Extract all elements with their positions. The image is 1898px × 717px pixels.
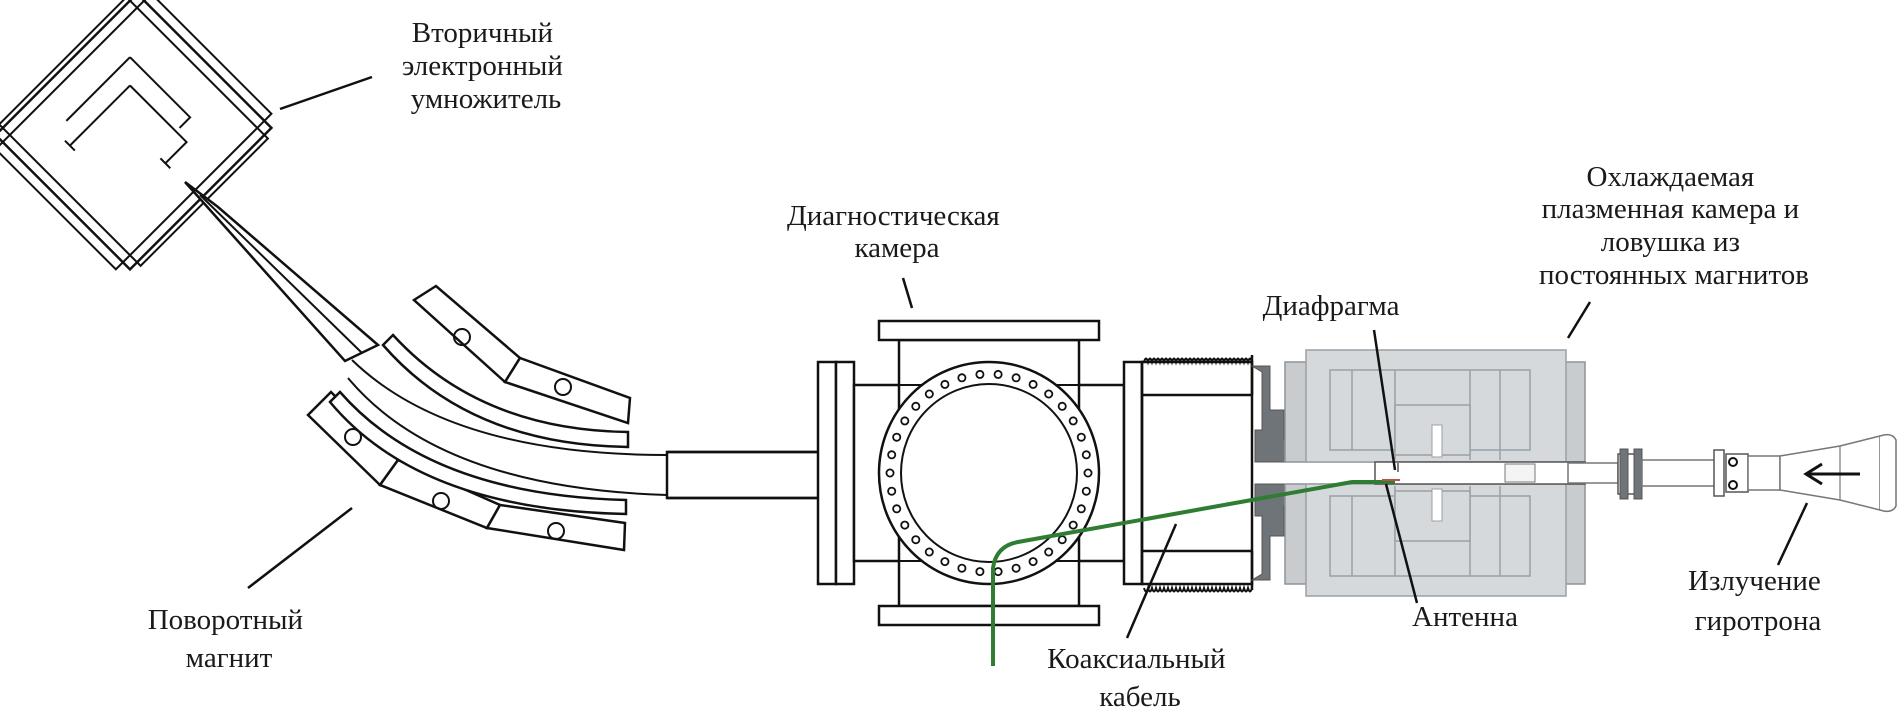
beam-pipe: [665, 450, 824, 500]
leader-plasma-chamber: [1566, 301, 1592, 339]
bolt-hole: [900, 520, 910, 530]
bolt-hole: [900, 416, 910, 426]
bolt-hole: [1057, 535, 1067, 545]
leader-gyrotron: [1776, 502, 1809, 566]
label-bending-magnet: Поворотный магнит: [148, 604, 311, 674]
bolt-hole: [1044, 547, 1054, 557]
bolt-hole: [1028, 379, 1038, 389]
bolt-hole: [885, 468, 895, 478]
leader-bending-magnet: [247, 507, 353, 589]
leader-diagnostic: [901, 277, 914, 309]
coaxial-cable: [991, 480, 1395, 666]
label-diagnostic-chamber: Диагностическая камера: [787, 200, 1007, 264]
bolt-hole: [1011, 373, 1021, 383]
bolt-hole: [924, 547, 934, 557]
bolt-hole: [887, 450, 897, 460]
bolt-hole: [892, 504, 902, 514]
bolt-hole: [1068, 520, 1078, 530]
bolt-hole: [957, 373, 967, 383]
flange-bolts: [885, 369, 1093, 577]
label-plasma-chamber: Охлаждаемая плазменная камера и ловушка …: [1539, 161, 1809, 291]
diagnostic-chamber: [816, 319, 1144, 627]
bolt-hole: [1076, 504, 1086, 514]
label-gyrotron-radiation: Излучение гиротрона: [1688, 565, 1828, 637]
bolt-hole: [1081, 486, 1091, 496]
label-diaphragm: Диафрагма: [1263, 290, 1400, 322]
bolt-hole: [957, 563, 967, 573]
bolt-hole: [1028, 557, 1038, 567]
leader-multiplier: [279, 75, 373, 111]
bolt-hole: [892, 432, 902, 442]
bolt-hole: [1057, 401, 1067, 411]
bolt-hole: [993, 567, 1003, 577]
drift-tube: [184, 181, 381, 363]
plasma-chamber: [1250, 349, 1586, 597]
label-electron-multiplier: Вторичный электронный умножитель: [402, 17, 570, 115]
bellows: [1140, 355, 1254, 593]
bolt-hole: [887, 486, 897, 496]
bolt-hole: [924, 389, 934, 399]
bolt-hole: [1044, 389, 1054, 399]
label-coaxial-cable: Коаксиальный кабель: [1047, 643, 1233, 713]
leader-antenna: [1384, 483, 1419, 604]
bolt-hole: [975, 567, 985, 577]
bolt-hole: [993, 369, 1003, 379]
leader-diaphragm: [1372, 329, 1397, 471]
bolt-hole: [911, 535, 921, 545]
bolt-hole: [940, 557, 950, 567]
bolt-hole: [1081, 450, 1091, 460]
waveguide-horn: [1567, 433, 1897, 513]
bolt-hole: [975, 369, 985, 379]
label-antenna: Антенна: [1412, 601, 1518, 633]
bolt-hole: [911, 401, 921, 411]
arrow-left-icon: [1803, 462, 1860, 486]
electron-multiplier: [0, 0, 274, 272]
bending-magnet: [306, 284, 668, 552]
bolt-hole: [1076, 432, 1086, 442]
bolt-hole: [1083, 468, 1093, 478]
bolt-hole: [1011, 563, 1021, 573]
bolt-hole: [940, 379, 950, 389]
leader-coaxial: [1125, 523, 1178, 639]
bolt-hole: [1068, 416, 1078, 426]
